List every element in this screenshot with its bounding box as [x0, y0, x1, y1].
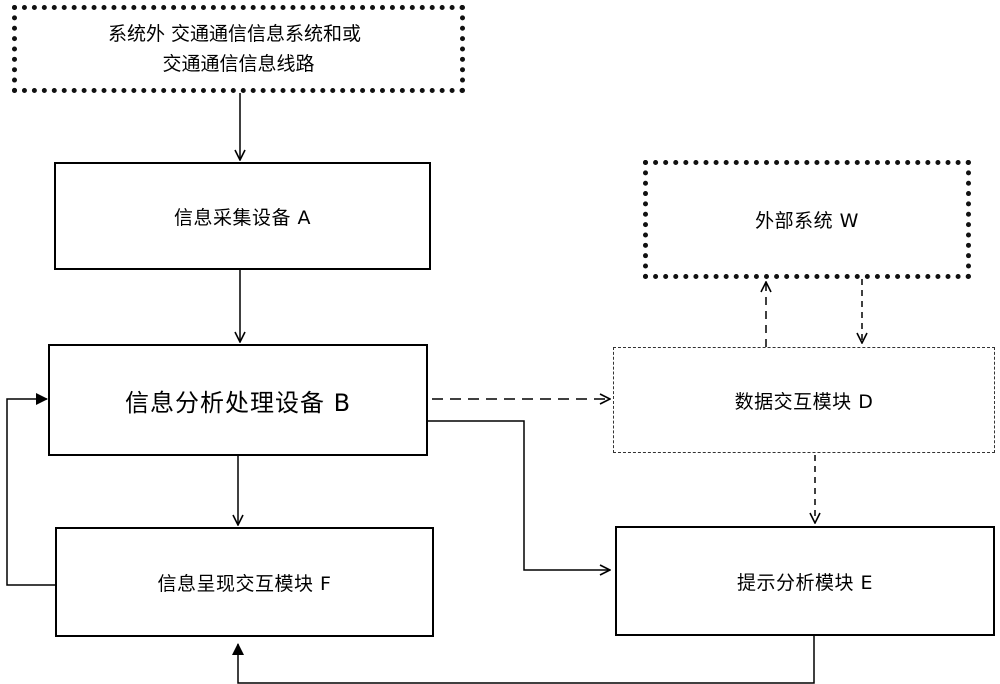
external-source-line1: 系统外 交通通信信息系统和或 — [108, 19, 361, 49]
hint-module-e-box: 提示分析模块 E — [615, 526, 995, 636]
exchange-module-d-label: 数据交互模块 D — [735, 387, 874, 414]
external-source-line2: 交通通信信息线路 — [162, 49, 314, 79]
present-module-f-label: 信息呈现交互模块 F — [158, 569, 332, 596]
collect-device-a-box: 信息采集设备 A — [54, 162, 431, 270]
external-source-box: 系统外 交通通信信息系统和或 交通通信信息线路 — [12, 5, 465, 93]
analysis-device-b-box: 信息分析处理设备 B — [48, 344, 428, 456]
external-system-w-label: 外部系统 W — [755, 206, 859, 233]
collect-device-a-label: 信息采集设备 A — [174, 203, 311, 230]
arrow-b-to-e — [427, 421, 610, 570]
external-system-w-box: 外部系统 W — [643, 160, 971, 279]
exchange-module-d-box: 数据交互模块 D — [613, 347, 995, 453]
hint-module-e-label: 提示分析模块 E — [737, 568, 873, 595]
present-module-f-box: 信息呈现交互模块 F — [55, 527, 434, 637]
arrow-e-to-f — [238, 636, 814, 683]
analysis-device-b-label: 信息分析处理设备 B — [125, 383, 351, 418]
